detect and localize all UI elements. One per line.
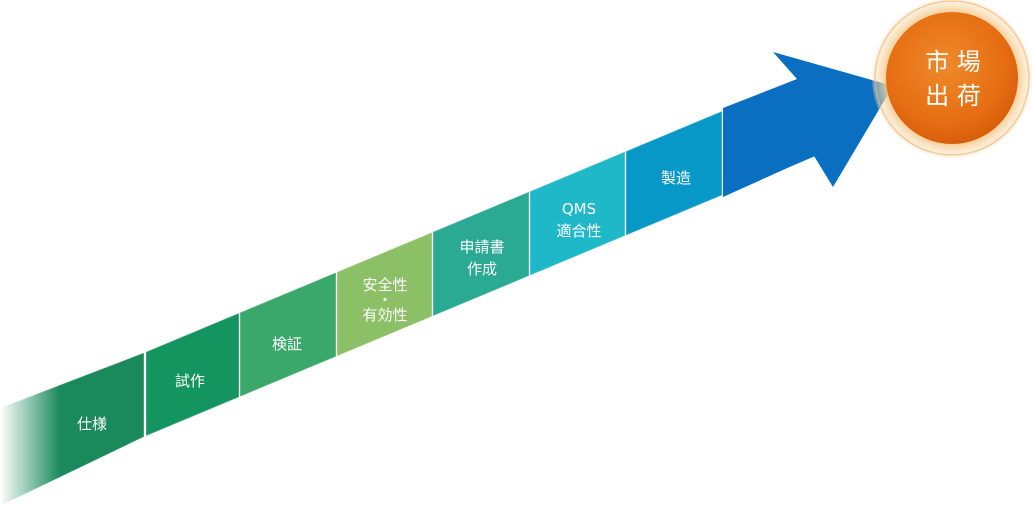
goal-label-line-2: 出 荷 <box>925 82 981 110</box>
step-band-4 <box>336 231 433 357</box>
step-band-6 <box>529 150 626 277</box>
goal-halo-ring <box>874 0 1030 156</box>
step-band-3 <box>239 271 337 398</box>
step-7-label-line-1: 製造 <box>661 169 691 187</box>
step-4-label-line-2: ・ <box>377 291 392 309</box>
step-2-label-line-1: 試作 <box>175 372 205 390</box>
step-4-label-line-3: 有効性 <box>362 306 407 324</box>
step-1-label-line-1: 仕様 <box>77 415 107 433</box>
step-5-label-line-2: 作成 <box>467 260 497 278</box>
goal-label-line-1: 市 場 <box>925 48 981 76</box>
step-4-label-line-1: 安全性 <box>362 276 407 294</box>
arrow-tail-fade <box>0 380 60 506</box>
step-band-7 <box>625 110 723 237</box>
arrow-head <box>723 52 893 197</box>
step-6-label-line-1: QMS <box>562 200 596 218</box>
step-3-label-line-1: 検証 <box>272 335 302 353</box>
market-shipment-goal: 市 場 出 荷 <box>872 0 1032 158</box>
goal-circle <box>886 12 1018 144</box>
step-band-2 <box>145 312 240 437</box>
step-6-label-line-2: 適合性 <box>556 222 601 240</box>
step-band-5 <box>432 191 530 317</box>
step-5-label-line-1: 申請書 <box>459 238 504 256</box>
